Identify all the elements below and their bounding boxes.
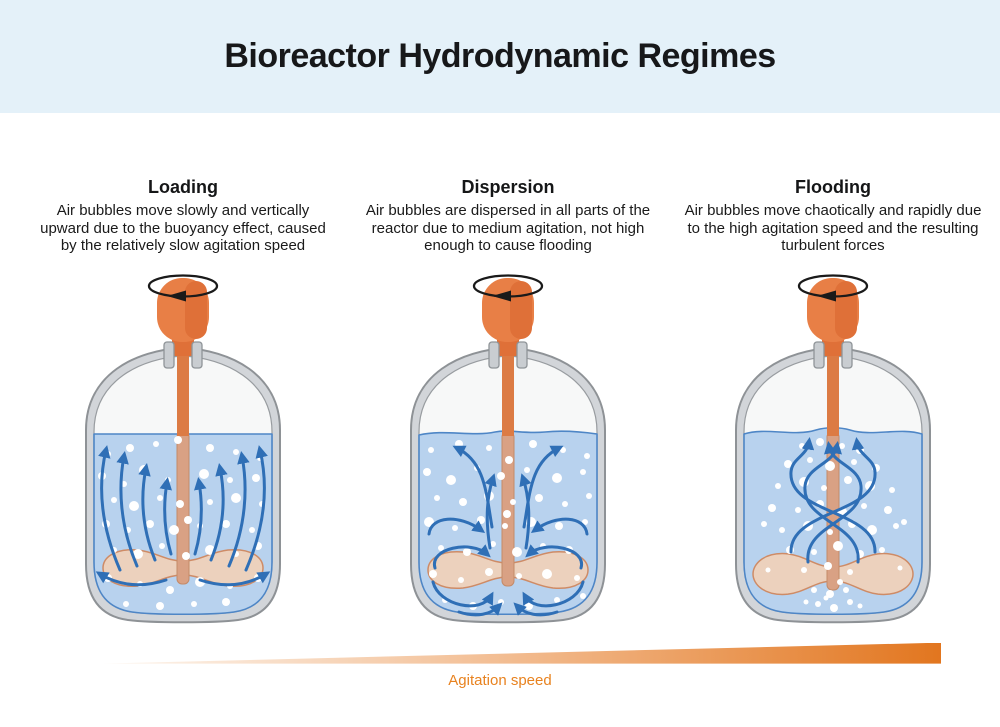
port-collar-right: [516, 340, 528, 369]
shaft: [502, 335, 514, 436]
rotation-arrow-icon: [797, 273, 869, 302]
loading-bioreactor-illustration: [85, 273, 281, 623]
agitation-speed-label: Agitation speed: [448, 671, 552, 689]
dispersion-heading: Dispersion: [461, 177, 555, 197]
dispersion-bioreactor-illustration: [410, 273, 606, 623]
flow-arrows: [95, 444, 271, 586]
shaft-submerged: [501, 431, 515, 587]
loading-heading: Loading: [148, 177, 218, 197]
section-loading: Loading Air bubbles move slowly and vert…: [23, 177, 343, 624]
port-collar-left: [163, 340, 175, 369]
port-collar-right: [191, 340, 203, 369]
agitation-speed-axis: [0, 642, 1000, 664]
title-banner: Bioreactor Hydrodynamic Regimes: [0, 0, 1000, 113]
port-collar-right: [841, 340, 853, 369]
port-collar-left: [488, 340, 500, 369]
agitation-speed-gradient-arrow: [103, 642, 941, 664]
air-bubbles: [98, 435, 265, 610]
page-title: Bioreactor Hydrodynamic Regimes: [224, 37, 776, 75]
shaft-submerged: [176, 431, 190, 585]
port-collar-left: [813, 340, 825, 369]
flooding-description: Air bubbles move chaotically and rapidly…: [684, 202, 982, 255]
section-dispersion: Dispersion Air bubbles are dispersed in …: [348, 177, 668, 624]
flow-arrows: [427, 445, 589, 616]
shaft: [827, 335, 839, 436]
section-flooding: Flooding Air bubbles move chaotically an…: [673, 177, 993, 624]
loading-description: Air bubbles move slowly and vertically u…: [40, 202, 326, 255]
shaft: [177, 335, 189, 436]
rotation-arrow-icon: [472, 273, 544, 302]
flooding-heading: Flooding: [795, 177, 871, 197]
regime-columns: Loading Air bubbles move slowly and vert…: [0, 177, 1000, 624]
flow-arrows: [789, 436, 877, 564]
flooding-bioreactor-illustration: [735, 273, 931, 623]
rotation-arrow-icon: [147, 273, 219, 302]
dispersion-description: Air bubbles are dispersed in all parts o…: [365, 202, 651, 255]
